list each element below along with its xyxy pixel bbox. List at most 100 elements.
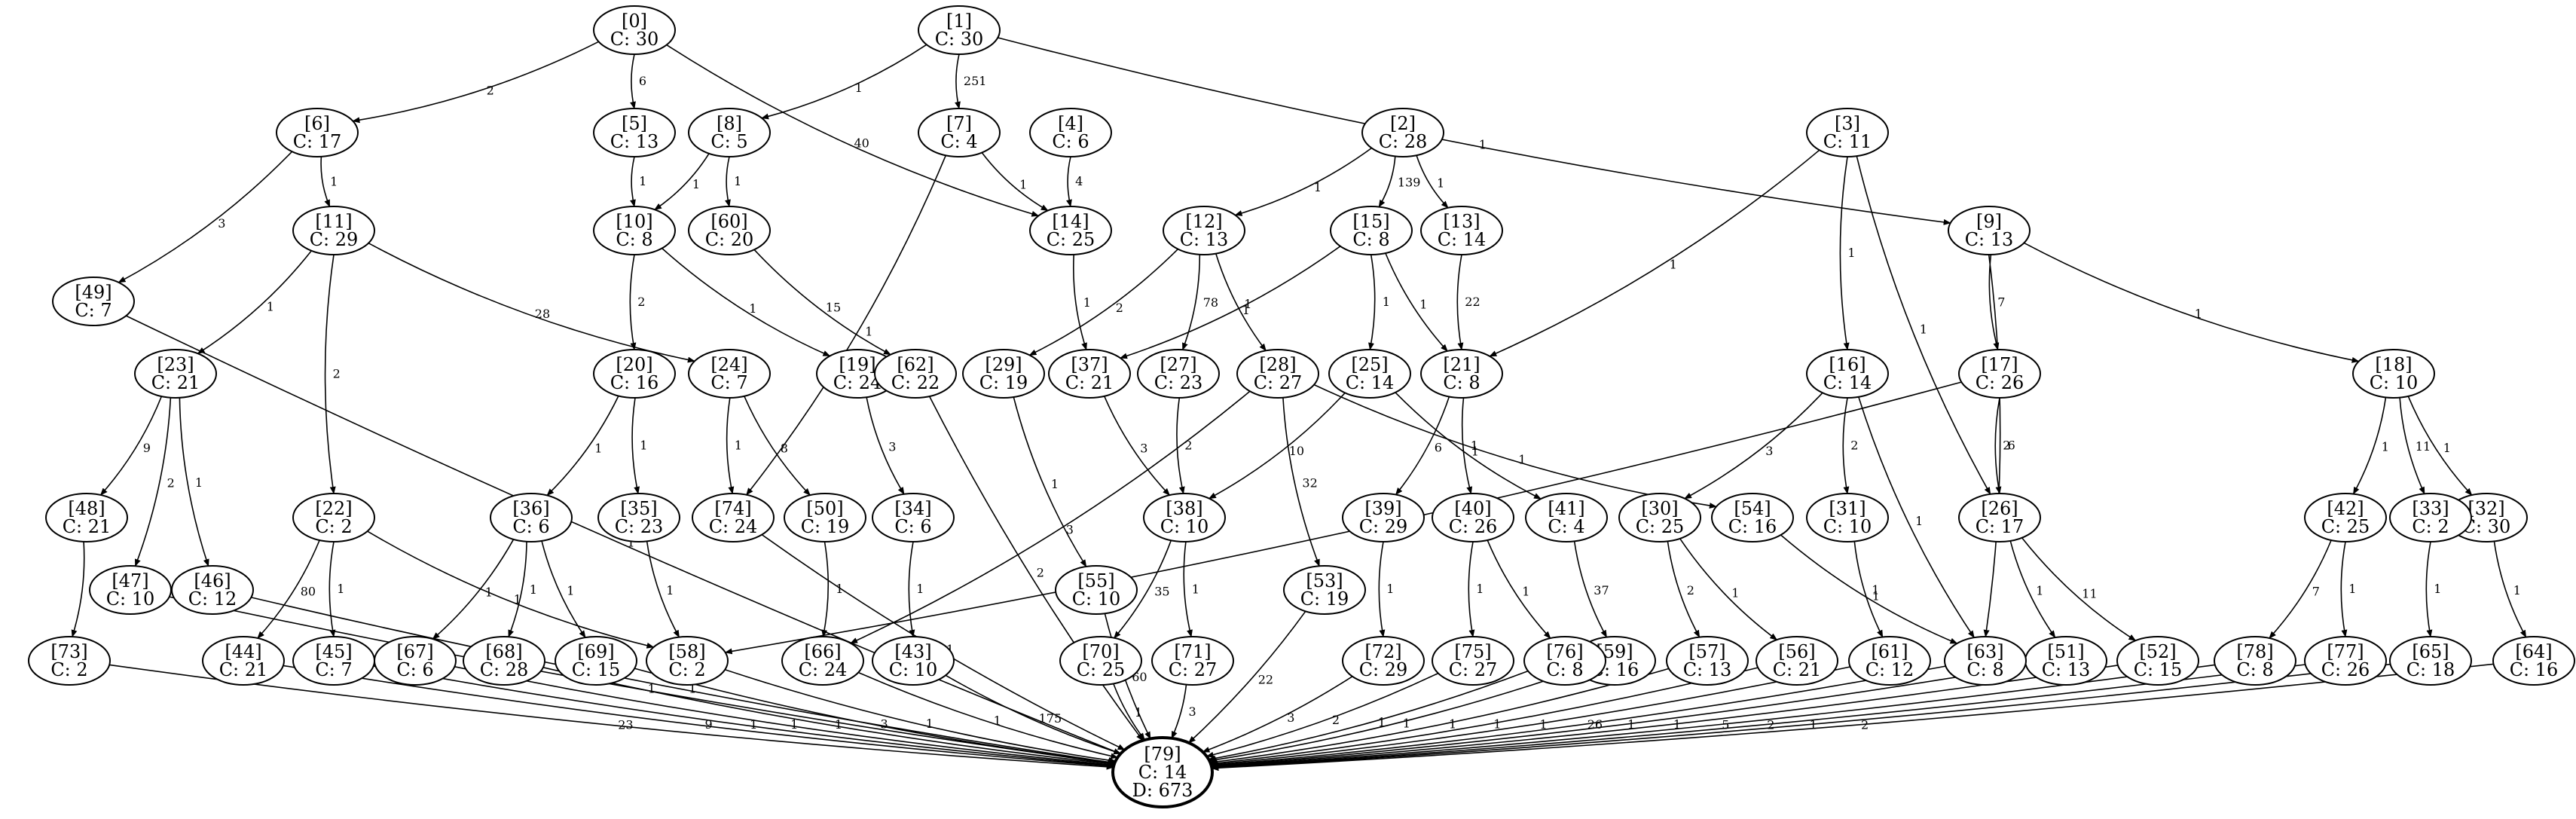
node-75: [75]C: 27 (1432, 636, 1514, 686)
node-61: [61]C: 12 (1848, 636, 1931, 686)
edge-label-8-to-10: 1 (692, 177, 700, 191)
node-31-line-0: [31] (1829, 498, 1866, 519)
node-5: [5]C: 13 (593, 108, 676, 157)
node-23-ellipse (134, 349, 217, 399)
node-41-line-1: C: 4 (1548, 516, 1584, 537)
node-25: [25]C: 14 (1328, 349, 1411, 399)
edge-label-38-to-70: 35 (1154, 584, 1169, 598)
node-24-line-1: C: 7 (710, 372, 747, 393)
edge-28-to-66 (850, 390, 1251, 644)
edge-15-to-37 (1120, 246, 1341, 359)
node-56: [56]C: 21 (1756, 636, 1838, 686)
edge-label-2-to-12: 1 (1314, 180, 1322, 194)
edge-12-to-28 (1215, 253, 1267, 352)
node-60-line-0: [60] (710, 211, 747, 232)
node-33-ellipse (2389, 493, 2472, 542)
edge-73-to-79 (109, 664, 1114, 770)
edge-54-to-63 (1780, 534, 1958, 644)
edge-23-to-47 (134, 397, 172, 567)
edge-label-1-to-9: 1 (1479, 138, 1487, 152)
node-3-line-1: C: 11 (1823, 131, 1872, 152)
node-31-ellipse (1806, 493, 1889, 542)
node-11: [11]C: 29 (292, 206, 375, 255)
node-40: [40]C: 26 (1432, 493, 1514, 542)
edge-40-to-76 (1487, 539, 1551, 639)
node-79-ellipse (1111, 736, 1214, 808)
edge-20-to-36 (546, 396, 619, 497)
node-43-ellipse (872, 636, 955, 686)
edge-label-8-to-60: 1 (734, 174, 741, 188)
node-29-line-1: C: 19 (979, 372, 1028, 393)
node-49: [49]C: 7 (52, 277, 135, 326)
node-76: [76]C: 8 (1523, 636, 1606, 686)
node-38: [38]C: 10 (1143, 493, 1226, 542)
node-75-ellipse (1432, 636, 1514, 686)
node-24-line-0: [24] (710, 354, 747, 375)
edge-label-40-to-75: 1 (1476, 582, 1484, 596)
node-27-ellipse (1137, 349, 1220, 399)
edge-label-34-to-43: 1 (916, 582, 924, 596)
node-62-line-1: C: 22 (891, 372, 940, 393)
node-33-line-1: C: 2 (2412, 516, 2449, 537)
node-72-ellipse (1342, 636, 1425, 686)
node-31: [31]C: 10 (1806, 493, 1889, 542)
edge-22-to-58 (367, 530, 655, 649)
edge-label-22-to-58: 1 (514, 592, 521, 607)
edge-label-69-to-79: 3 (881, 717, 888, 732)
node-35-line-1: C: 23 (615, 516, 664, 537)
node-67-line-1: C: 6 (396, 659, 433, 680)
node-21-ellipse (1420, 349, 1503, 399)
edge-label-30-to-57: 2 (1687, 583, 1694, 597)
edge-label-58-to-79: 1 (926, 717, 934, 731)
edge-64-to-79 (1211, 663, 2494, 772)
edge-18-to-42 (2352, 397, 2387, 495)
node-73: [73]C: 2 (28, 636, 111, 686)
edge-25-to-38 (1208, 392, 1346, 500)
node-48-line-0: [48] (68, 498, 105, 519)
edge-16-to-63 (1858, 396, 1975, 639)
node-56-line-1: C: 21 (1773, 659, 1822, 680)
node-8: [8]C: 5 (688, 108, 771, 157)
node-22-ellipse (292, 493, 375, 542)
node-39: [39]C: 29 (1342, 493, 1425, 542)
edge-label-51-to-79: 1 (1627, 717, 1635, 732)
node-53-line-1: C: 19 (1300, 588, 1349, 610)
node-23: [23]C: 21 (134, 349, 217, 399)
node-25-line-0: [25] (1351, 354, 1388, 375)
edge-41-to-59 (1573, 541, 1608, 638)
edge-6-to-11 (320, 156, 331, 208)
node-2-ellipse (1361, 108, 1444, 157)
node-1-ellipse (918, 5, 1001, 55)
edge-21-to-39 (1395, 396, 1450, 496)
edge-label-72-to-79: 3 (1287, 711, 1294, 725)
node-28-ellipse (1236, 349, 1319, 399)
node-74-line-1: C: 24 (709, 516, 758, 537)
node-26: [26]C: 17 (1958, 493, 2041, 542)
edge-51-to-79 (1211, 665, 2027, 769)
node-17-line-0: [17] (1981, 354, 2018, 375)
edge-label-43-to-79: 175 (1039, 711, 1062, 726)
node-20-line-0: [20] (616, 354, 652, 375)
node-21-line-1: C: 8 (1443, 372, 1480, 393)
edge-1-to-8 (761, 44, 927, 120)
edge-label-10-to-20: 2 (637, 295, 645, 309)
edge-label-30-to-56: 1 (1731, 586, 1739, 600)
edge-label-6-to-49: 3 (218, 216, 225, 231)
edge-label-44-to-79: 9 (705, 717, 713, 732)
node-58-ellipse (646, 636, 729, 686)
edge-63-to-79 (1210, 665, 1946, 769)
node-63: [63]C: 8 (1944, 636, 2027, 686)
edge-label-15-to-21: 1 (1419, 298, 1427, 312)
edge-label-24-to-50: 8 (781, 441, 788, 455)
edge-37-to-38 (1103, 396, 1170, 496)
node-29-line-0: [29] (985, 354, 1022, 375)
node-55-line-0: [55] (1077, 570, 1114, 591)
nodes-layer: [0]C: 30[1]C: 30[2]C: 28[3]C: 11[4]C: 6[… (28, 5, 2575, 808)
node-37-line-0: [37] (1071, 354, 1108, 375)
node-58: [58]C: 2 (646, 636, 729, 686)
node-53: [53]C: 19 (1283, 565, 1366, 615)
edge-36-to-69 (541, 540, 586, 638)
node-69-line-0: [69] (577, 641, 614, 662)
edge-label-60-to-62: 15 (826, 300, 841, 314)
node-35-ellipse (597, 493, 680, 542)
